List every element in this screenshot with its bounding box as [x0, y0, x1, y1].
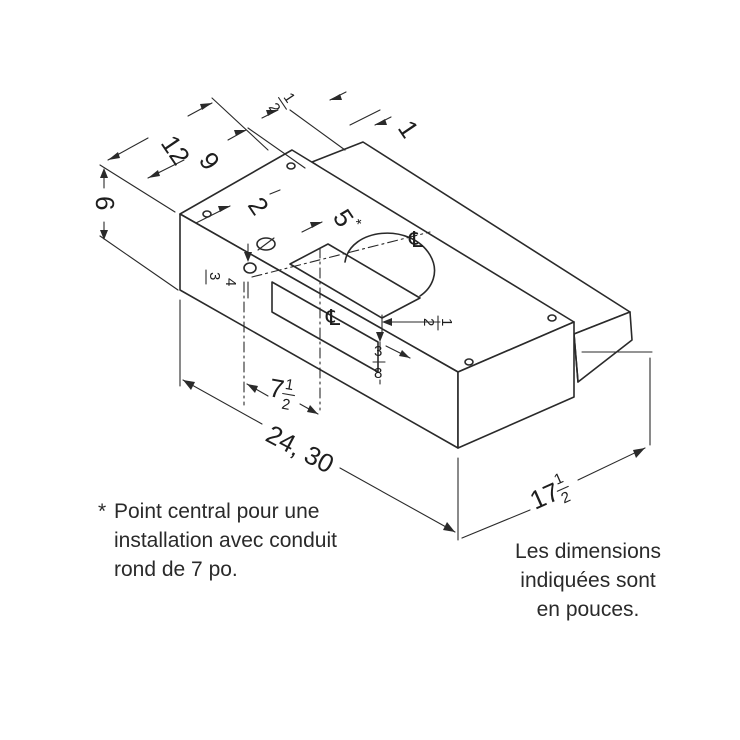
round-duct-opening — [344, 232, 436, 297]
dim-front-7-half: 7 1 2 — [267, 372, 296, 414]
dimension-lines — [99, 91, 653, 541]
front-rectangular-knockout — [271, 281, 379, 373]
dim-width-options: 24, 30 — [261, 419, 339, 479]
keyhole-slot-top — [286, 162, 296, 170]
dim-3-8-den: 8 — [374, 365, 382, 382]
units-line-3: en pouces. — [536, 598, 640, 621]
dim-front-7-den: 2 — [280, 396, 291, 414]
footnote-line-3: rond de 7 po. — [114, 558, 238, 581]
footnote-marker: * — [98, 500, 107, 523]
dim-top-1: 1 — [392, 115, 425, 144]
dim-front-half: 1 2 — [420, 315, 455, 331]
footnote-line-1: Point central pour une — [114, 500, 320, 523]
electrical-knockout — [256, 237, 276, 251]
dim-3-8-num: 3 — [374, 343, 382, 360]
dim-front-3-4-num: 3 — [206, 272, 223, 280]
dim-top-12: 12 — [155, 130, 196, 171]
dim-top-half: 1 2 — [265, 90, 299, 116]
hood-side-face — [457, 321, 575, 449]
top-rectangular-knockout — [289, 243, 421, 319]
center-lines: ℄ ℄ — [243, 228, 431, 411]
footnote-line-2: installation avec conduit — [114, 529, 337, 552]
keyhole-slot-front — [464, 358, 474, 366]
footnote-center-point: * Point central pour une installation av… — [98, 497, 398, 584]
units-line-2: indiquées sont — [520, 569, 656, 592]
wire-knockout — [243, 262, 257, 274]
dim-top-9: 9 — [193, 147, 226, 176]
dim-front-3-4-den: 4 — [222, 278, 239, 286]
dim-front-7-num: 1 — [284, 376, 295, 394]
dim-depth: 17 1 2 — [525, 470, 573, 516]
dim-height: 6 — [90, 196, 120, 210]
range-hood-body — [179, 141, 633, 449]
dim-front-half-num: 1 — [438, 318, 455, 326]
dim-front-7-whole: 7 — [267, 372, 286, 404]
keyhole-slot-back — [547, 314, 557, 322]
units-note: Les dimensions indiquées sont en pouces. — [470, 537, 706, 624]
units-line-1: Les dimensions — [515, 540, 661, 563]
dim-front-half-den: 2 — [420, 318, 437, 326]
dim-front-three-quarters: 3 4 — [205, 269, 239, 286]
centerline-symbol-top: ℄ — [408, 228, 424, 253]
dim-three-eighths: 3 8 — [372, 343, 386, 382]
centerline-symbol-front: ℄ — [325, 306, 341, 331]
